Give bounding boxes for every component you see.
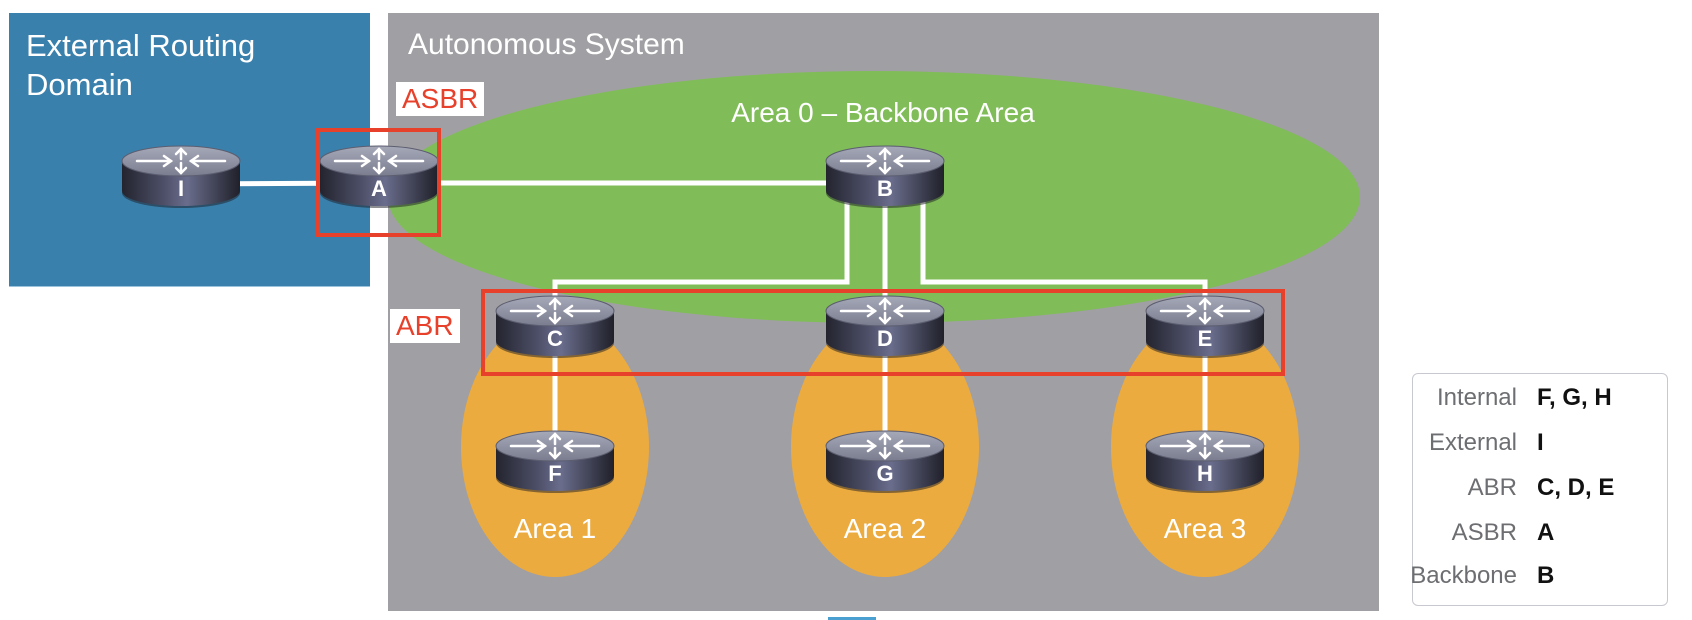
legend-row-asbr: ASBR A bbox=[1413, 519, 1667, 559]
router-label: A bbox=[371, 176, 387, 201]
router-label: H bbox=[1197, 461, 1213, 486]
router-arrows-icon bbox=[1159, 432, 1251, 460]
area3-label: Area 3 bbox=[1164, 513, 1247, 544]
legend-key: ABR bbox=[1467, 474, 1517, 501]
legend-value: I bbox=[1537, 429, 1544, 456]
abr-tag: ABR bbox=[390, 309, 460, 343]
router-i: I bbox=[121, 145, 241, 208]
legend-row-internal: Internal F, G, H bbox=[1413, 384, 1667, 424]
asbr-highlight-box bbox=[316, 128, 441, 237]
page-edge-marker bbox=[828, 617, 876, 620]
router-arrows-icon bbox=[1159, 297, 1251, 325]
legend-key: ASBR bbox=[1451, 519, 1517, 546]
router-d: D bbox=[825, 295, 945, 358]
external-domain-title-line2: Domain bbox=[26, 67, 133, 102]
router-c: C bbox=[495, 295, 615, 358]
backbone-area-label: Area 0 – Backbone Area bbox=[731, 97, 1035, 128]
router-label: C bbox=[547, 326, 563, 351]
external-domain-title: External Routing Domain bbox=[26, 26, 255, 104]
legend-key: External bbox=[1428, 429, 1517, 456]
legend-value: F, G, H bbox=[1537, 384, 1612, 411]
router-e: E bbox=[1145, 295, 1265, 358]
router-b: B bbox=[825, 145, 945, 208]
router-arrows-icon bbox=[135, 147, 227, 175]
router-arrows-icon bbox=[839, 432, 931, 460]
router-label: F bbox=[548, 461, 561, 486]
router-arrows-icon bbox=[839, 297, 931, 325]
legend-key: Backbone bbox=[1410, 562, 1517, 589]
router-f: F bbox=[495, 430, 615, 493]
router-arrows-icon bbox=[839, 147, 931, 175]
legend-key: Internal bbox=[1436, 384, 1517, 411]
legend-row-backbone: Backbone B bbox=[1410, 562, 1667, 602]
router-label: G bbox=[876, 461, 893, 486]
legend-value: B bbox=[1537, 562, 1555, 589]
router-role-legend: Internal F, G, H External I ABR C, D, E … bbox=[1410, 373, 1668, 606]
router-label: D bbox=[877, 326, 893, 351]
router-label: I bbox=[178, 176, 184, 201]
router-h: H bbox=[1145, 430, 1265, 493]
asbr-tag: ASBR bbox=[396, 82, 485, 116]
router-arrows-icon bbox=[509, 432, 601, 460]
router-a: A bbox=[319, 145, 439, 208]
external-domain-title-line1: External Routing bbox=[26, 28, 256, 63]
router-arrows-icon bbox=[509, 297, 601, 325]
legend-row-abr: ABR C, D, E bbox=[1413, 474, 1667, 514]
area2-label: Area 2 bbox=[844, 513, 927, 544]
legend-value: A bbox=[1537, 519, 1555, 546]
router-label: E bbox=[1198, 326, 1213, 351]
autonomous-system-title: Autonomous System bbox=[408, 28, 685, 61]
abr-highlight-box bbox=[481, 289, 1285, 376]
legend-row-external: External I bbox=[1413, 429, 1667, 469]
router-label: B bbox=[877, 176, 893, 201]
router-g: G bbox=[825, 430, 945, 493]
router-arrows-icon bbox=[333, 147, 425, 175]
area1-label: Area 1 bbox=[514, 513, 597, 544]
legend-value: C, D, E bbox=[1537, 474, 1615, 501]
